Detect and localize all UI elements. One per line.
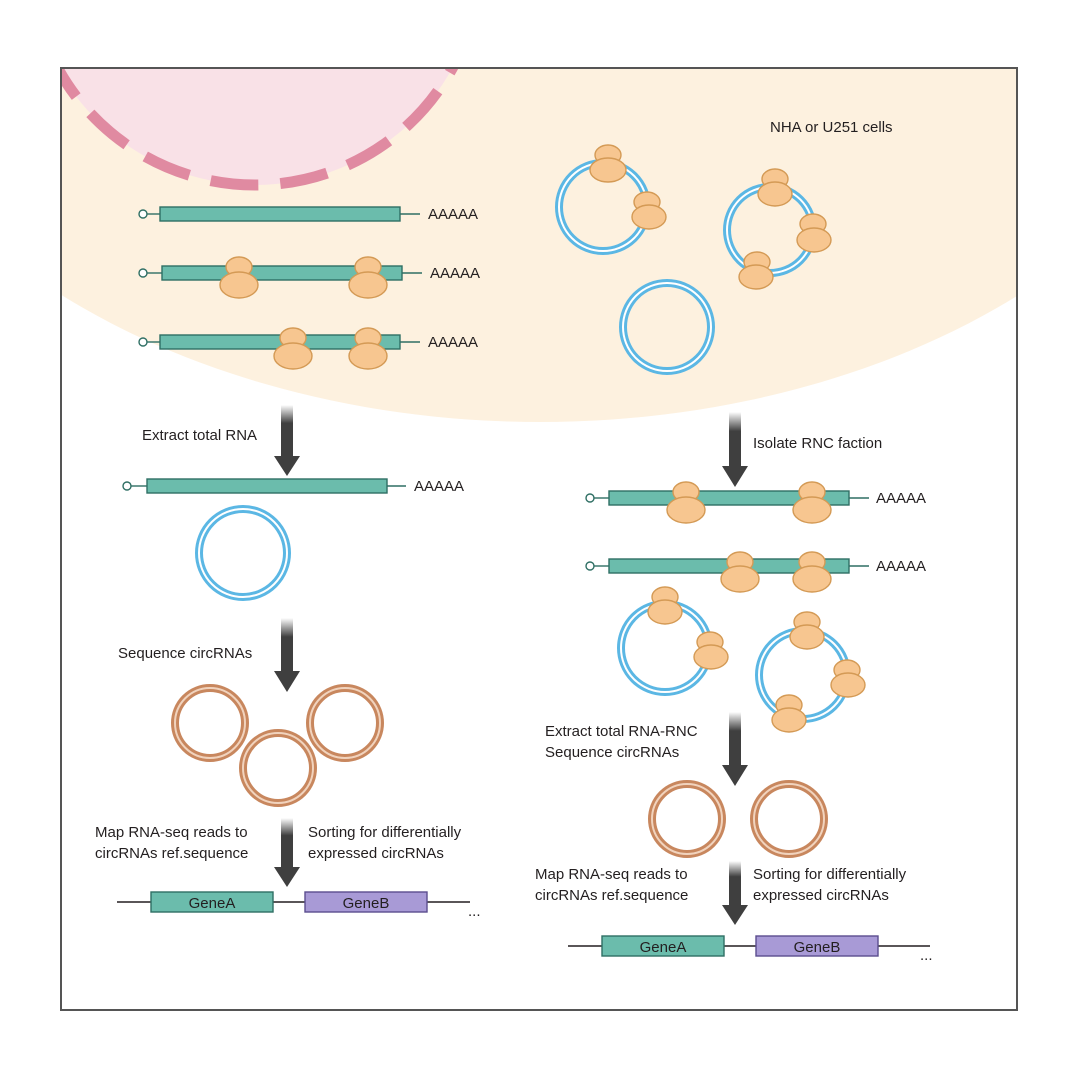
extracted-mrna: AAAAA [122, 478, 464, 495]
ribosome-icon [631, 191, 667, 230]
ellipsis: ... [920, 947, 933, 964]
polya-tail: AAAAA [430, 265, 480, 282]
rnc-mrna-1: AAAAA [585, 481, 926, 524]
sequence-label: Sequence circRNAs [118, 645, 252, 662]
ribosome-icon [738, 251, 774, 290]
extracted-circrna [195, 505, 291, 601]
polya-tail: AAAAA [414, 478, 464, 495]
figure-frame [60, 67, 1018, 1011]
ribosome-icon [720, 551, 760, 593]
ribosome-icon [830, 659, 866, 698]
isolate-rnc-label: Isolate RNC faction [753, 435, 882, 452]
gene-b-label: GeneB [794, 939, 841, 956]
arrow-isolate-rnc [722, 412, 748, 487]
ribosome-icon [647, 586, 683, 625]
rnc-mrna-2: AAAAA [585, 551, 926, 593]
arrow-extract-rnc [722, 712, 748, 786]
ribosome-icon [771, 694, 807, 733]
gene-b-label: GeneB [343, 895, 390, 912]
sort-label-right-2: expressed circRNAs [753, 887, 889, 904]
rnc-circrna-1 [617, 586, 729, 696]
map-label-left-1: Map RNA-seq reads to [95, 824, 248, 841]
arrow-sequence [274, 618, 300, 692]
gene-track-right: GeneA GeneB ... [568, 935, 933, 964]
circrna-with-ribosomes-2 [723, 168, 832, 290]
rnc-circrna-2 [755, 611, 866, 733]
ribosome-icon [693, 631, 729, 670]
sort-label-right-1: Sorting for differentially [753, 866, 907, 883]
cells-label: NHA or U251 cells [770, 119, 893, 136]
extract-rnc-label-1: Extract total RNA-RNC [545, 723, 698, 740]
ribosome-icon [757, 168, 793, 207]
gene-a-label: GeneA [640, 939, 687, 956]
ribosome-icon [589, 144, 627, 183]
polya-tail: AAAAA [876, 490, 926, 507]
arrow-map-right [722, 861, 748, 925]
polya-tail: AAAAA [876, 558, 926, 575]
mrna-translating-2: AAAAA [138, 327, 478, 370]
polya-tail: AAAAA [428, 334, 478, 351]
mrna-translating-1: AAAAA [138, 256, 480, 299]
map-label-right-2: circRNAs ref.sequence [535, 887, 688, 904]
map-label-left-2: circRNAs ref.sequence [95, 845, 248, 862]
ribosome-icon [789, 611, 825, 650]
ribosome-icon [796, 213, 832, 253]
circrna-with-ribosomes-1 [555, 144, 667, 255]
sequenced-circrnas-left [171, 684, 384, 807]
arrow-map-left [274, 818, 300, 887]
gene-a-box [601, 935, 725, 957]
gene-b-box [304, 891, 428, 913]
gene-a-box [150, 891, 274, 913]
gene-b-box [755, 935, 879, 957]
ribosome-icon [792, 551, 832, 593]
ribosome-icon [348, 327, 388, 370]
ribosome-icon [666, 481, 706, 524]
sort-label-left-2: expressed circRNAs [308, 845, 444, 862]
gene-track-left: GeneA GeneB ... [117, 891, 481, 920]
circrna-free [619, 279, 715, 375]
ribosome-icon [348, 256, 388, 299]
ribosome-icon [792, 481, 832, 524]
ellipsis: ... [468, 903, 481, 920]
sequenced-circrnas-right [648, 780, 828, 858]
mrna-free: AAAAA [138, 206, 478, 223]
ribosome-icon [219, 256, 259, 299]
polya-tail: AAAAA [428, 206, 478, 223]
extract-rnc-label-2: Sequence circRNAs [545, 744, 679, 761]
arrow-extract-total [274, 405, 300, 476]
extract-total-label: Extract total RNA [142, 427, 257, 444]
nucleus [61, 68, 459, 191]
sort-label-left-1: Sorting for differentially [308, 824, 462, 841]
gene-a-label: GeneA [189, 895, 236, 912]
map-label-right-1: Map RNA-seq reads to [535, 866, 688, 883]
ribosome-icon [273, 327, 313, 370]
